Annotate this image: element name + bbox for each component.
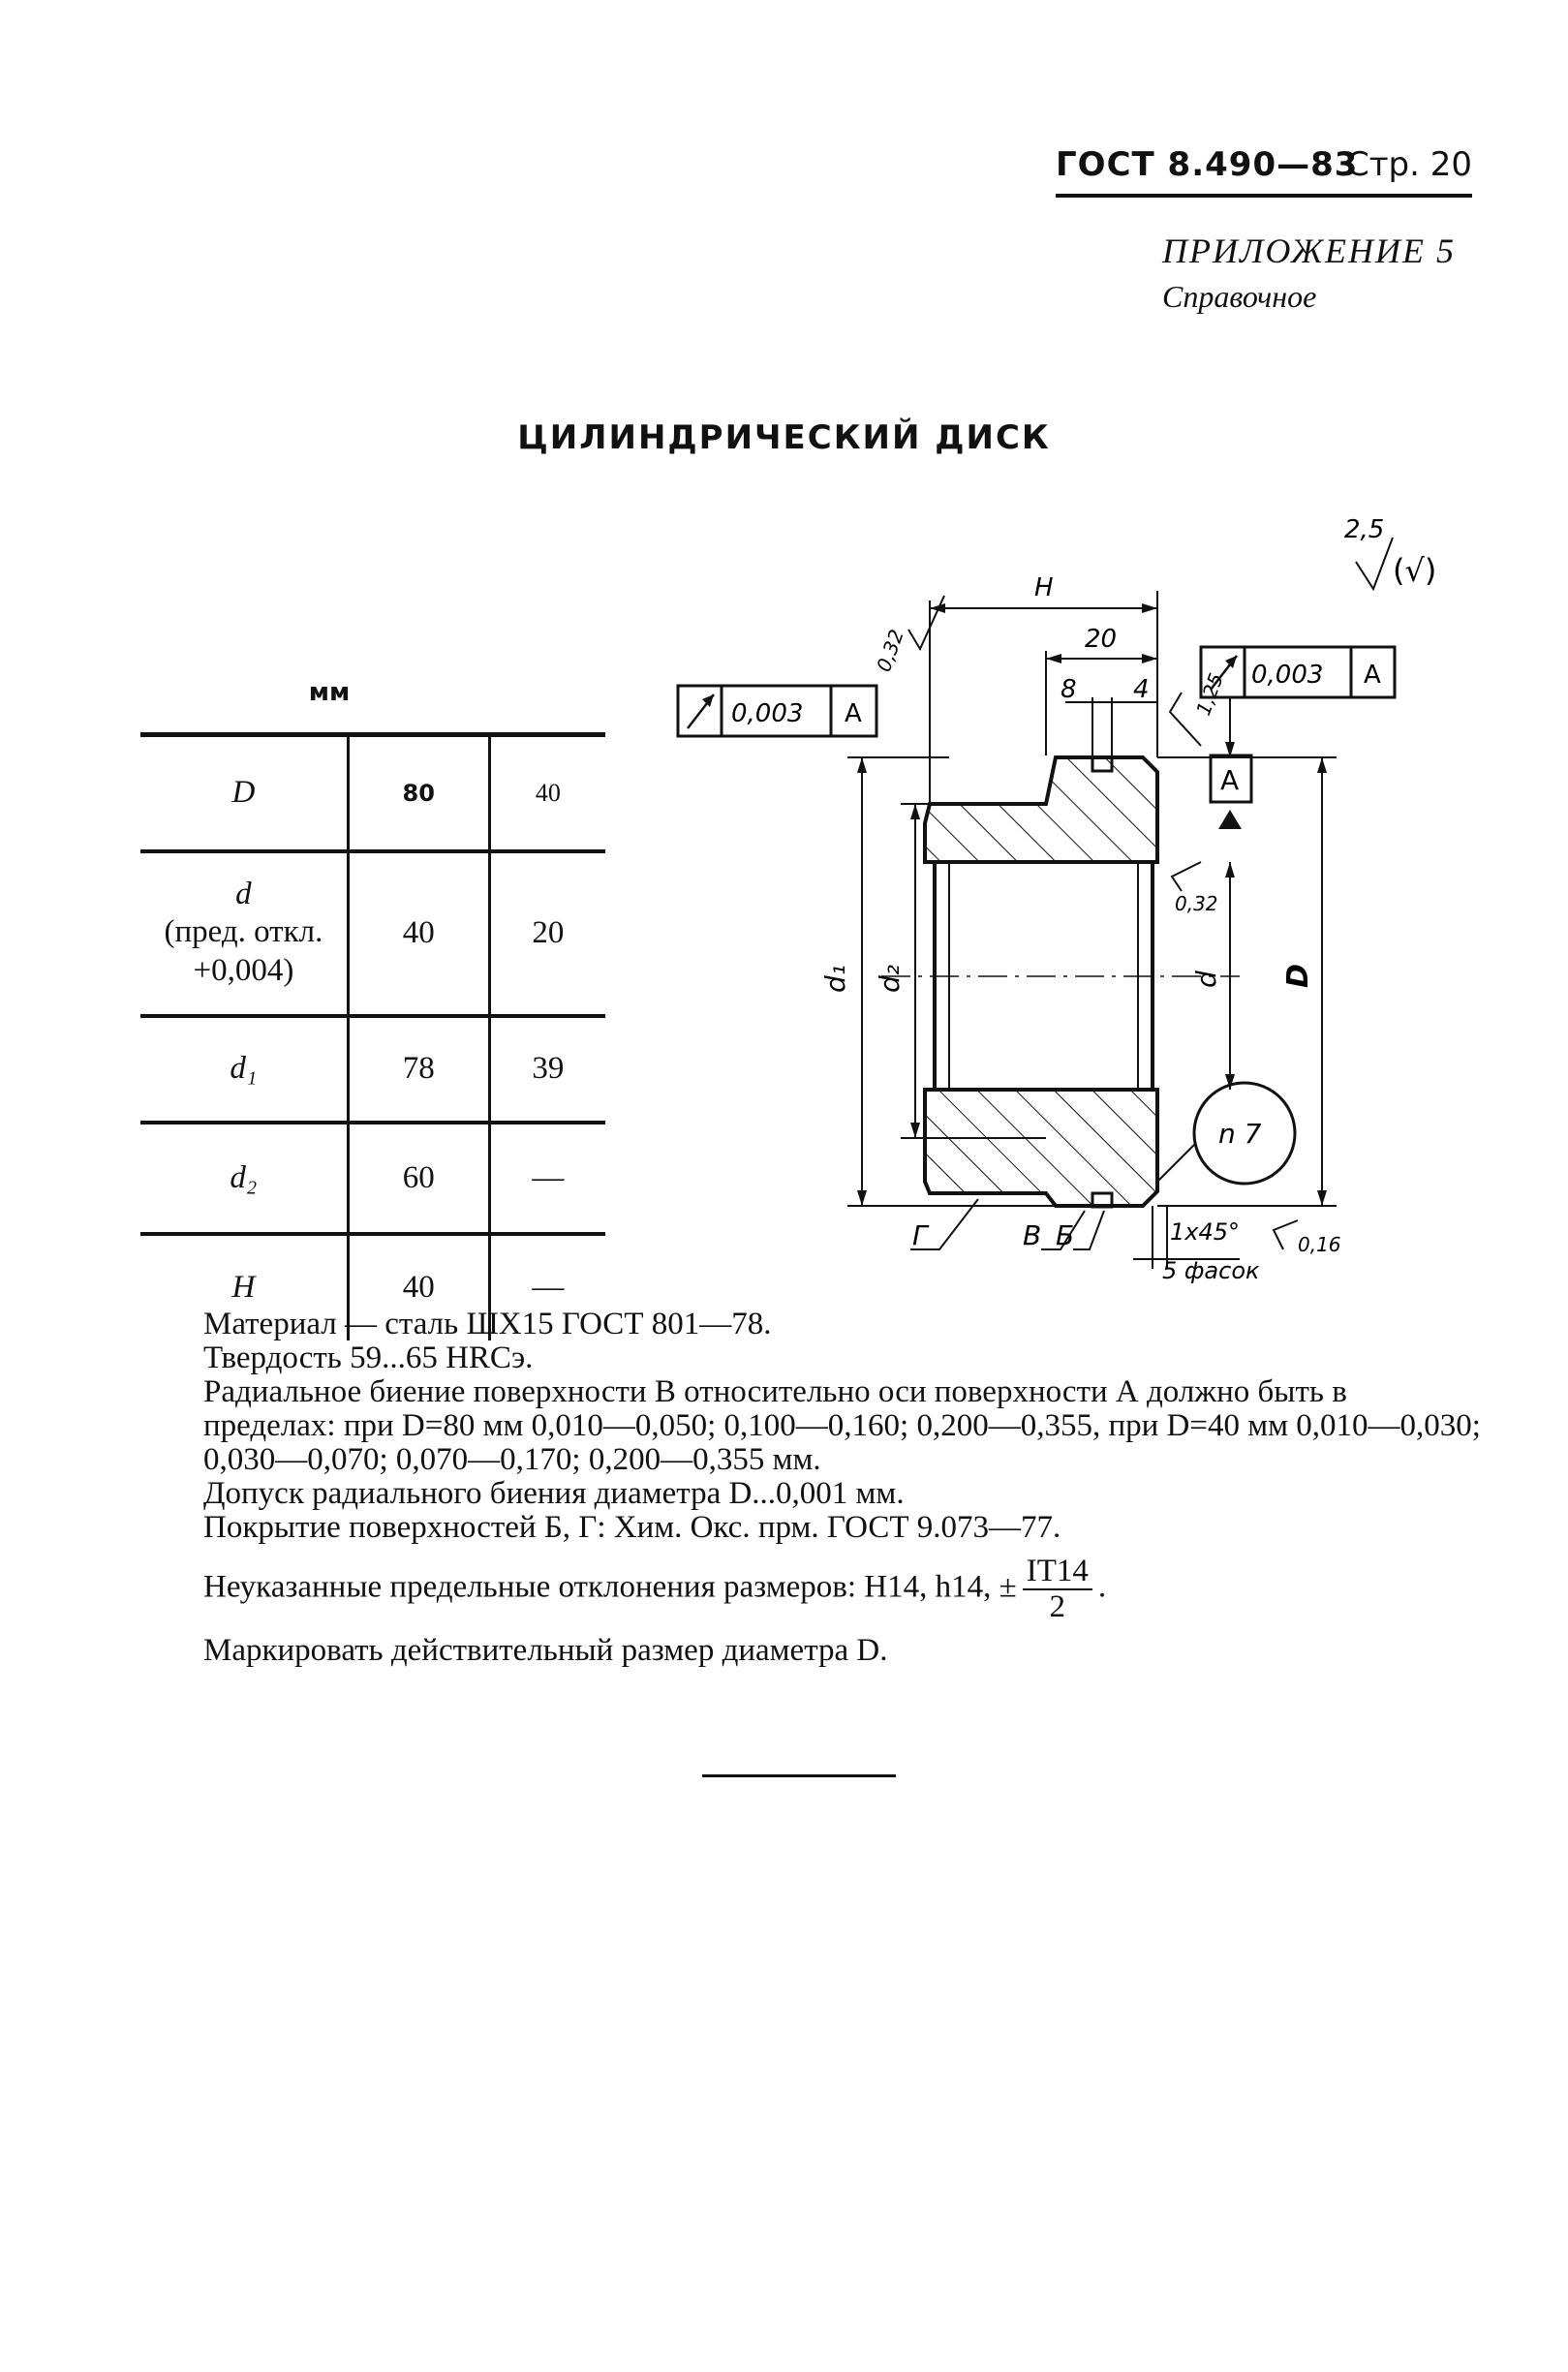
surface-G: Г	[912, 1219, 930, 1251]
roughness-general-bracket: (√)	[1393, 552, 1436, 589]
param-cell: D	[231, 775, 256, 811]
tol-left-base: A	[845, 699, 862, 728]
appendix-label: ПРИЛОЖЕНИЕ 5	[1162, 231, 1456, 270]
param-cell: d₁	[230, 1051, 258, 1086]
value-80-cell: 60	[346, 1122, 491, 1234]
page-number: Стр. 20	[1346, 145, 1473, 184]
note-tolerance: Допуск радиального биения диаметра D...0…	[203, 1476, 905, 1511]
fraction-denominator: 2	[1049, 1589, 1066, 1624]
table-row: H 40 —	[140, 1233, 605, 1340]
param-symbol: d	[235, 877, 252, 911]
roughness-marks	[907, 537, 1394, 1250]
roughness-125: 1,25	[1191, 670, 1228, 719]
chamfer-count: 5 фасок	[1162, 1257, 1260, 1284]
value-40-cell: 40	[535, 778, 561, 807]
roughness-016: 0,16	[1298, 1233, 1341, 1256]
value-80-cell: 40	[346, 1233, 491, 1340]
value-80-cell: 80	[346, 734, 491, 851]
dim-8-label: 8	[1061, 675, 1077, 704]
value-40-cell: 39	[532, 1051, 565, 1086]
table-row: d₁ 78 39	[140, 1015, 605, 1123]
value-80-cell: 78	[346, 1015, 491, 1123]
dim-H-label: H	[1034, 573, 1054, 602]
datum-triangle	[1218, 810, 1242, 829]
dimensions-table: мм D 80 40 d (пред. откл. +0,004) 40 20 …	[140, 678, 605, 1340]
tolerance-frame-right: 0,003 A	[1199, 645, 1397, 757]
value-40-cell: 20	[532, 915, 565, 950]
value-40-cell: —	[532, 1159, 565, 1195]
value-80-cell: 40	[346, 850, 491, 1016]
param-cell: H	[231, 1270, 256, 1305]
note-coating: Покрытие поверхностей Б, Г: Хим. Окс. пр…	[203, 1510, 1061, 1545]
fit-callout: n 7	[1156, 1081, 1297, 1186]
arrowheads	[857, 603, 1327, 1206]
note-material: Материал — сталь ШХ15 ГОСТ 801—78.	[203, 1307, 772, 1341]
note-hardness: Твердость 59...65 HRCэ.	[203, 1340, 534, 1375]
param-cell: d₂	[230, 1159, 258, 1195]
appendix-type: Справочное	[1162, 279, 1317, 314]
note-unspecified: Неуказанные предельные отклонения размер…	[203, 1555, 1482, 1624]
value-40-cell: —	[532, 1270, 565, 1305]
dim-d2-label: d₂	[874, 965, 906, 993]
unspecified-suffix: .	[1097, 1569, 1107, 1605]
note-marking: Маркировать действительный размер диамет…	[203, 1633, 888, 1668]
dim-d1-label: d₁	[819, 965, 851, 993]
dimension-lines	[847, 591, 1337, 1207]
dim-4-label: 4	[1133, 675, 1150, 704]
table-row: d₂ 60 —	[140, 1122, 605, 1234]
standard-number: ГОСТ 8.490—83	[1056, 145, 1359, 184]
param-note: (пред. откл. +0,004)	[164, 914, 323, 988]
end-rule	[702, 1774, 896, 1777]
header-rule	[1056, 194, 1472, 198]
surface-leaders	[910, 1198, 1240, 1269]
param-cell: d (пред. откл. +0,004)	[140, 851, 348, 1016]
datum-box: A	[1209, 754, 1253, 804]
dim-D-label: D	[1281, 964, 1315, 988]
roughness-032b: 0,32	[1175, 892, 1218, 915]
tol-left-value: 0,003	[731, 699, 803, 728]
fraction-numerator: IT14	[1022, 1555, 1092, 1590]
tol-right-value: 0,003	[1251, 661, 1323, 690]
surface-B: Б	[1056, 1219, 1074, 1251]
disk-drawing: H 20 8 4 d₁ d₂ d D 0,32 1,25 0,32 0,16 2…	[676, 515, 1436, 1284]
tolerance-frame-left: 0,003 A	[676, 684, 878, 738]
unspecified-text: Неуказанные предельные отклонения размер…	[203, 1569, 1017, 1605]
dim-d-label: d	[1190, 970, 1222, 988]
dim-20-label: 20	[1085, 625, 1117, 654]
table-row: D 80 40	[140, 734, 605, 851]
notes-block: Материал — сталь ШХ15 ГОСТ 801—78. Тверд…	[203, 1308, 1482, 1668]
disk-section	[881, 755, 1240, 1209]
tol-right-base: A	[1364, 661, 1381, 690]
roughness-general: 2,5	[1344, 515, 1384, 544]
chamfer-label: 1x45°	[1170, 1218, 1240, 1246]
fit-label: n 7	[1218, 1118, 1262, 1150]
roughness-032: 0,32	[872, 627, 908, 675]
table-row: d (пред. откл. +0,004) 40 20	[140, 850, 605, 1016]
table-unit: мм	[308, 678, 351, 707]
datum-label: A	[1220, 764, 1239, 796]
page-title: ЦИЛИНДРИЧЕСКИЙ ДИСК	[517, 418, 1051, 457]
note-runout: Радиальное биение поверхности В относите…	[203, 1374, 1481, 1477]
surface-V: В	[1023, 1219, 1041, 1251]
